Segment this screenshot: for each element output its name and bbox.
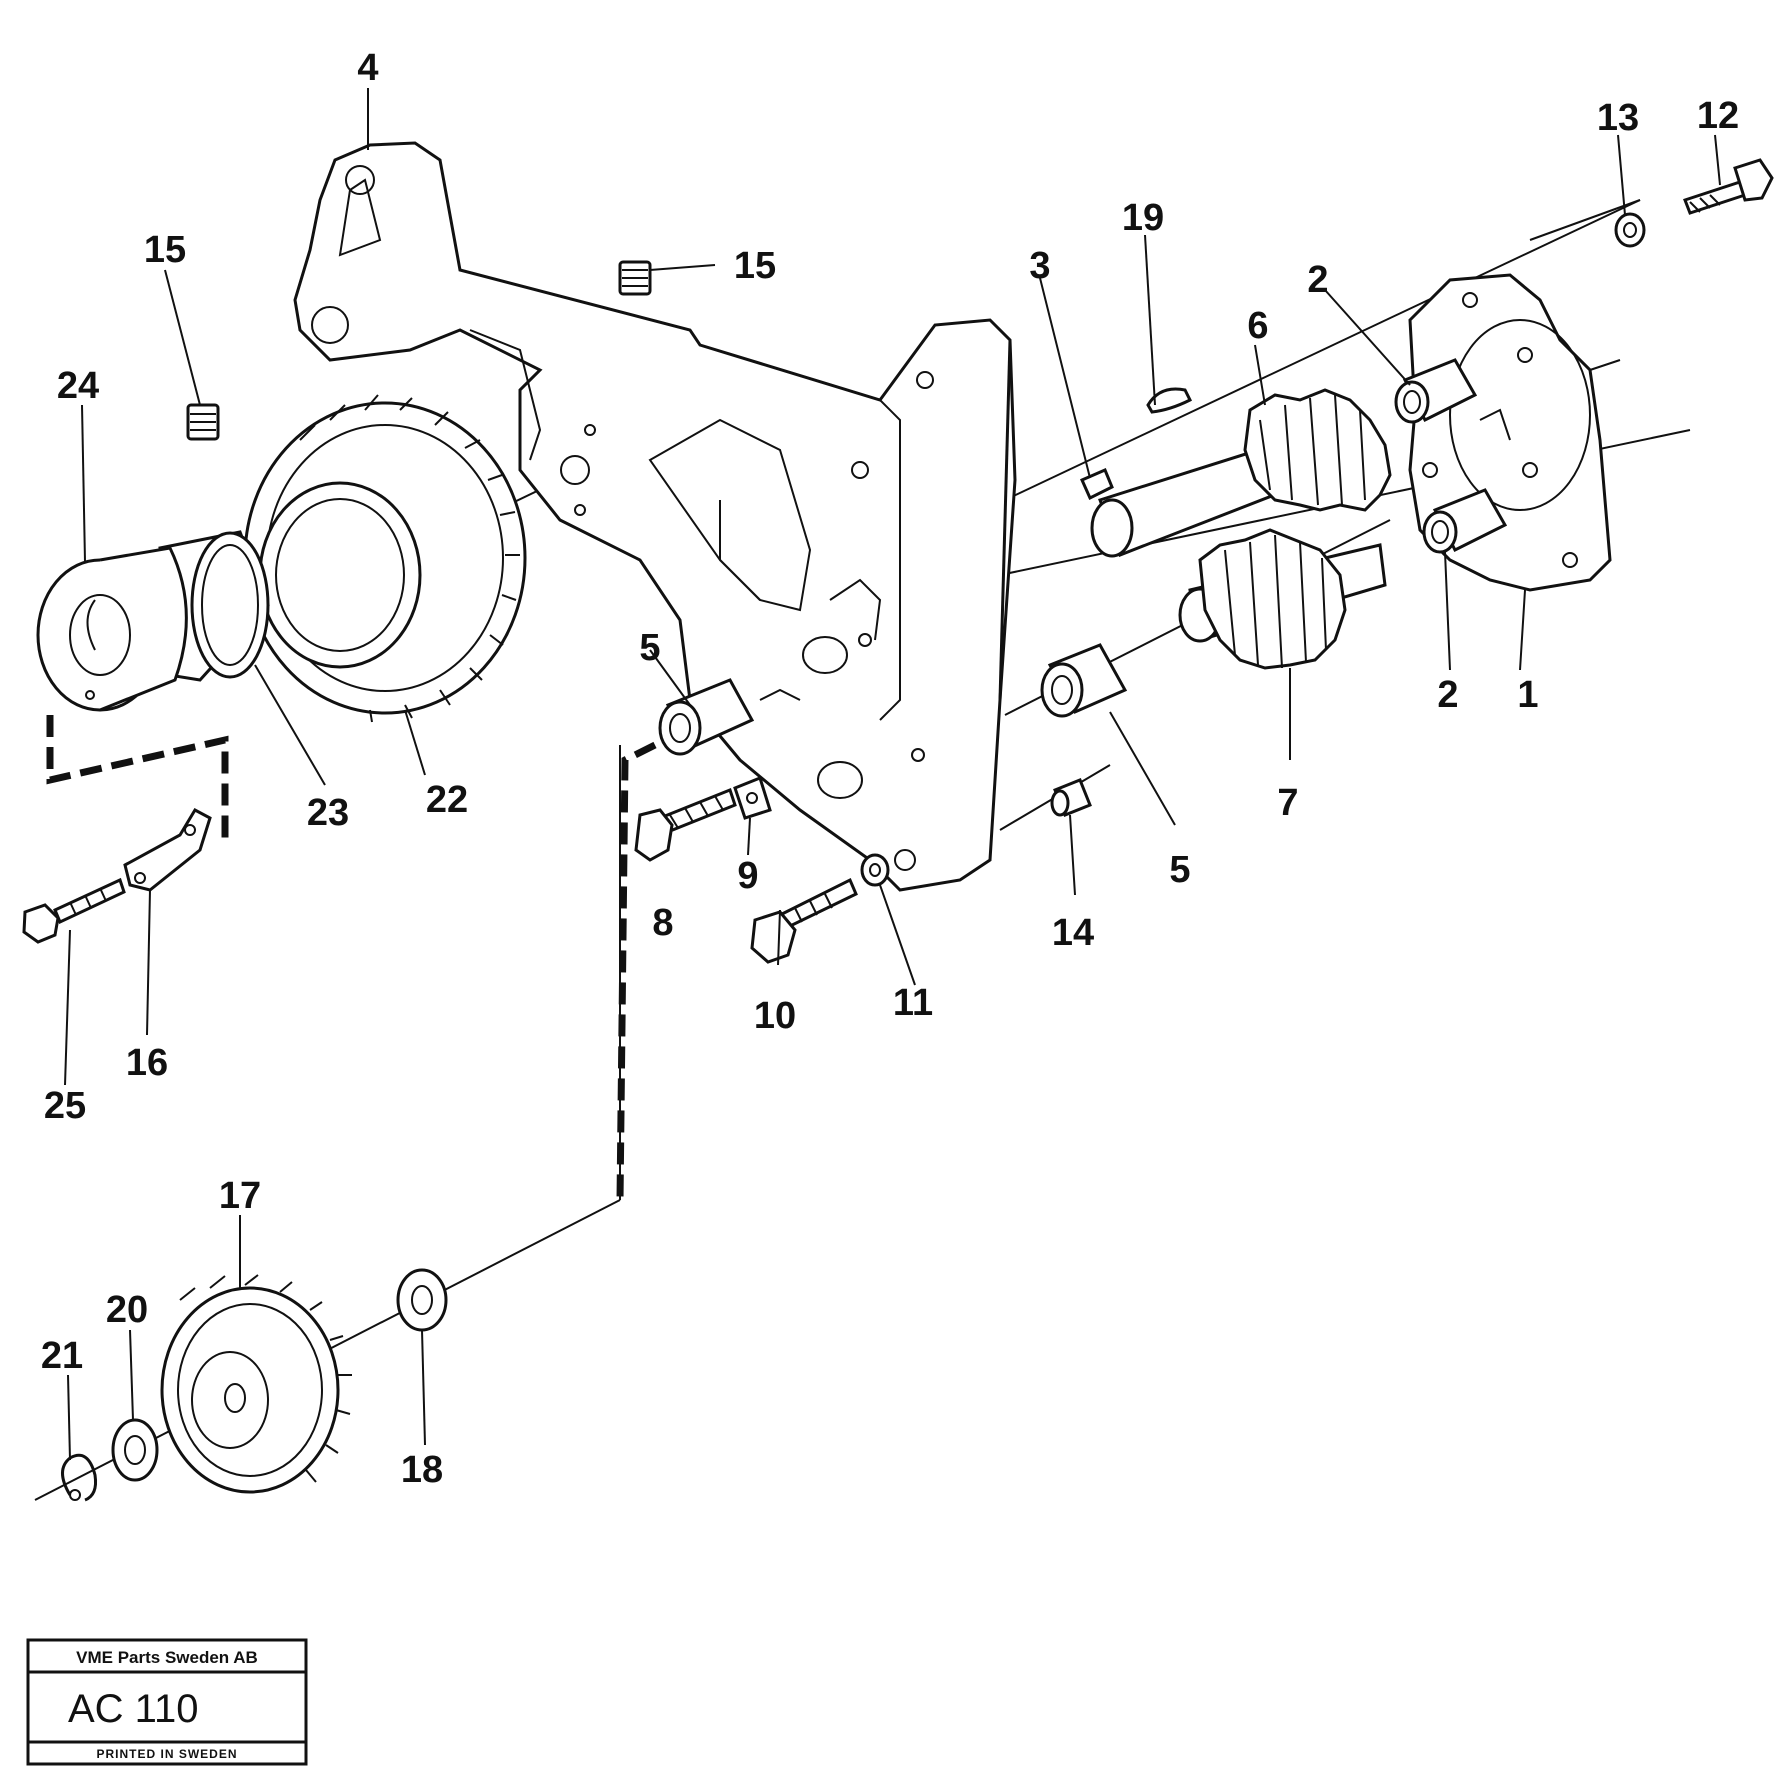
circlip-21 <box>61 1453 97 1502</box>
printed-in: PRINTED IN SWEDEN <box>96 1747 237 1761</box>
gear-17 <box>160 1274 352 1494</box>
plug-15-left <box>186 403 220 441</box>
callout-15-upper: 15 <box>734 245 776 287</box>
washer-11 <box>860 853 890 887</box>
hub-24 <box>36 546 188 712</box>
lock-washer-9 <box>733 776 772 820</box>
gear-22 <box>243 394 527 723</box>
housing-bracket <box>293 141 1017 892</box>
hub-23 <box>158 530 270 682</box>
callout-17: 17 <box>219 1175 261 1217</box>
callout-2-lower: 2 <box>1437 674 1458 716</box>
key-19 <box>1146 387 1193 414</box>
gear-7 <box>1178 528 1387 670</box>
diagram-code: AC 110 <box>68 1687 198 1731</box>
dashed-relation-lines <box>46 715 657 1201</box>
bushing-2-upper <box>1394 358 1478 424</box>
callout-22: 22 <box>426 779 468 821</box>
callout-16: 16 <box>126 1042 168 1084</box>
callout-13: 13 <box>1597 97 1639 139</box>
callout-15-left: 15 <box>144 229 186 271</box>
sleeve-14 <box>1050 778 1092 817</box>
washer-18 <box>396 1268 448 1332</box>
callout-10: 10 <box>754 995 796 1037</box>
bushing-5-left <box>658 678 755 756</box>
callout-6: 6 <box>1247 305 1268 347</box>
callout-12: 12 <box>1697 95 1739 137</box>
callout-3: 3 <box>1029 245 1050 287</box>
washer-13 <box>1614 212 1646 248</box>
bolt-8 <box>634 788 737 862</box>
callout-24: 24 <box>57 365 99 407</box>
leader-lines <box>64 88 1721 1461</box>
callout-19: 19 <box>1122 197 1164 239</box>
callout-11: 11 <box>893 982 933 1024</box>
bolt-10 <box>750 877 858 964</box>
title-block: VME Parts Sweden AB AC 110 PRINTED IN SW… <box>26 1638 308 1766</box>
callout-8: 8 <box>652 902 673 944</box>
callout-23: 23 <box>307 792 349 834</box>
bolt-25 <box>22 877 126 944</box>
callout-7: 7 <box>1277 782 1298 824</box>
bushing-5-right <box>1040 643 1128 718</box>
lock-plate-16 <box>123 808 212 892</box>
callout-21: 21 <box>41 1335 83 1377</box>
callout-4: 4 <box>357 47 378 89</box>
callout-labels: 1 2 2 3 4 5 5 6 7 8 9 10 11 12 13 14 15 … <box>41 47 1739 1491</box>
callout-5-right: 5 <box>1169 849 1190 891</box>
callout-25: 25 <box>44 1085 86 1127</box>
callout-2-upper: 2 <box>1307 259 1328 301</box>
pin-3 <box>1080 468 1114 501</box>
callout-14: 14 <box>1052 912 1094 954</box>
plug-15-upper <box>618 260 652 296</box>
bushing-2-lower <box>1422 488 1508 554</box>
callout-9: 9 <box>737 855 758 897</box>
callout-20: 20 <box>106 1289 148 1331</box>
washer-20 <box>111 1418 159 1482</box>
callout-18: 18 <box>401 1449 443 1491</box>
bolt-12 <box>1683 158 1774 215</box>
callout-5-left: 5 <box>639 627 660 669</box>
callout-1: 1 <box>1517 674 1538 716</box>
gear-shaft-6 <box>1090 388 1392 558</box>
company-name: VME Parts Sweden AB <box>76 1648 258 1667</box>
